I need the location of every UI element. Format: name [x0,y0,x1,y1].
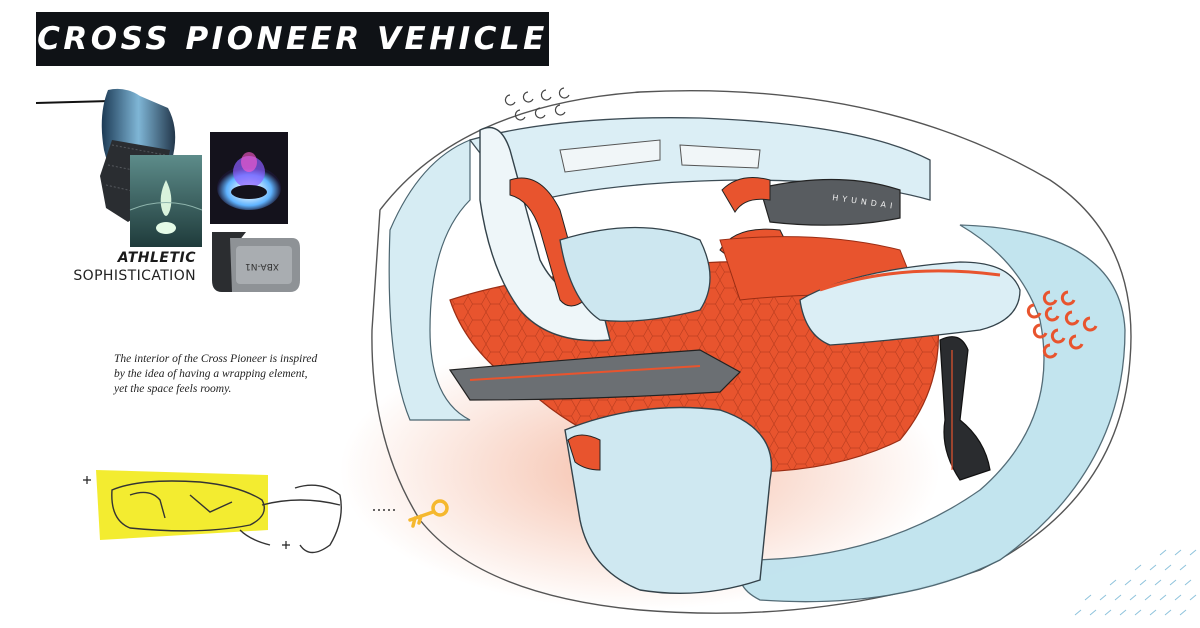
steering-wheel-top [721,177,771,213]
rear-lounge-top [799,261,1021,346]
lounge-accent [819,269,1001,292]
title-banner: CROSS PIONEER VEHICLE [36,12,549,66]
theme-line-1: ATHLETIC [117,250,196,266]
outer-shell [371,90,1132,614]
passenger-seat [564,406,773,595]
highlight-yellow [96,470,268,540]
theme-line-2: SOPHISTICATION [73,268,196,284]
right-door-panel [739,224,1126,603]
air-vent [559,139,661,173]
left-door-panel [388,139,471,421]
rail-light [469,365,701,381]
glow-ring-photo [210,132,288,224]
plan-sketch [111,480,342,554]
description-text: The interior of the Cross Pioneer is ins… [114,352,364,397]
device-label: XBA-N1 [245,261,279,271]
center-rail [448,349,741,401]
crosshair-marks [83,476,290,549]
page-title: CROSS PIONEER VEHICLE [37,21,548,57]
instrument-cluster [759,178,901,226]
air-vent [679,144,761,169]
droplet-photo [129,155,203,247]
sketch-marks [504,87,570,121]
theme-label: ATHLETIC SOPHISTICATION [72,250,196,284]
driver-seat-cushion [559,226,711,322]
caption-line: by the idea of having a wrapping element… [114,368,308,380]
hatch-pattern [1074,549,1197,616]
seat-accent [509,177,586,307]
caption-line: yet the space feels roomy. [114,383,232,395]
seat-accent [567,434,601,471]
device-photo: XBA-N1 [212,232,300,292]
caption-line: The interior of the Cross Pioneer is ins… [114,353,318,365]
key-icon [408,499,449,528]
c-pattern-marks [1026,290,1098,359]
